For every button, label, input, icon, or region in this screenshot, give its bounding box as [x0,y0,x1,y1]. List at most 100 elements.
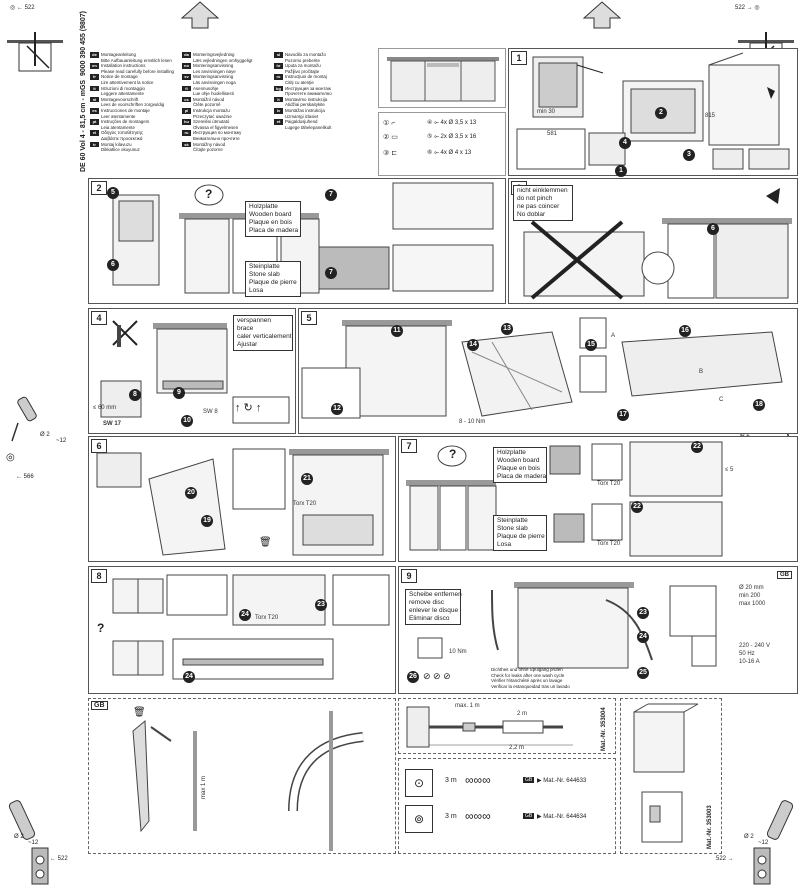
callout-10: 10 [181,415,193,427]
callout-7b: 7 [325,267,337,279]
callout-4: 4 [619,137,631,149]
step-2-panel: 2 ? 5 6 7 7 Holzplatte Wooden board Plaq… [88,178,506,304]
language-subtitle: Внимательно прочтите [193,135,240,141]
dim-label: 10-16 A [739,659,760,665]
callout-24: 24 [637,631,649,643]
part-item: ② ▭ [383,134,398,141]
language-title: Montagevoorschrift [101,96,139,102]
wooden-board-label: Holzplatte Wooden board Plaque en bois P… [493,447,547,483]
drill-spec-bottom-right: Ø 2 ~12 [744,834,769,846]
callout-13: 13 [501,323,513,335]
dim-label: 220 - 240 V [739,643,771,649]
language-title: Instrucciones de montaje [101,107,150,113]
label-b: B [699,369,704,375]
cable-coil-icon: ∞∞∞ [465,809,491,823]
drill-spec-bottom-left: Ø 2 ~12 [14,834,39,846]
language-code: hr [274,63,283,69]
language-title: Asennusohje [193,85,219,91]
top-arrow-right [582,1,622,29]
language-code: cs [182,96,191,103]
cable-panel: ⊙ 3 m ∞∞∞ GB ▶ Mat.-Nr. 644633 ⊚ 3 m ∞∞∞… [398,758,616,854]
callout-6: 6 [707,223,719,235]
language-code: sl [274,52,283,58]
language-code: es [90,107,99,114]
language-subtitle: Przeczytać uważnie [193,113,232,119]
part-item: ③ ⊏ [383,150,398,157]
drill-spec-left: Ø 2 ~12 [40,432,67,444]
arrows-icon: ↑ ↻ ↑ [235,402,262,414]
callout-17: 17 [617,409,629,421]
language-title: Navodilo za montažo [285,52,327,57]
dim-bottom-right: 522 → [716,856,734,862]
language-code: da [182,52,191,58]
step-8-panel: 8 ? 23 24 24 Torx T20 [88,566,396,694]
step-number: 9 [401,569,417,583]
callout-3: 3 [683,149,695,161]
language-title: Notice de montage [101,74,138,80]
language-title: Montageanleitung [101,52,136,57]
hose-panel: max. 1 m 2 m 2,2 m Mat.-Nr. 353004 [398,698,616,754]
language-subtitle: Pažljivo pročitajte [285,68,320,74]
language-code: pl [182,107,191,114]
leak-check-notes: Dichtheit und ohne Spülgang prüfen Check… [491,667,570,689]
language-title: Installation instructions [101,63,146,69]
language-title: Instrucţiuni de montaj [285,74,327,80]
step-6-panel: 6 19 20 21 Torx T20 🗑 [88,436,396,562]
torx-label: Torx T20 [293,501,317,507]
language-code: sk [182,141,191,148]
language-subtitle: Læs vejledningen omhyggeligt [193,57,253,63]
step-3-panel: 3 nicht einklemmen do not pinch ne pas c… [508,178,798,304]
language-title: Paigaldusjuhend [285,119,318,125]
target-icon: ◎ [6,452,15,463]
language-subtitle: Lue ohje huolellisesti [193,91,234,97]
torx-label: Torx T20 [597,541,621,547]
gb-badge: GB [91,701,108,710]
language-subtitle: Διαβάστε προσεκτικά [101,135,143,141]
dim-bottom-left: ← 522 [50,856,68,862]
step-5-panel: 5 11 12 13 14 15 16 17 18 8 - 10 Nm A B … [298,308,798,434]
language-title: Инструкция за монтаж [285,85,331,91]
material-number: ▶ Mat.-Nr. 644633 [537,778,587,784]
corner-cabinet-drill-icon-top-left [7,32,63,72]
drill-icon-bottom-left [8,800,49,885]
dim-label: ≤ 60 mm [93,405,117,411]
country-badge: GB [523,777,535,783]
callout-19: 19 [201,515,213,527]
dim-label: 581 [547,131,558,137]
screw-icon: ⟜ [434,150,439,156]
torque-label: 10 Nm [449,649,467,655]
drill-icon-left [11,396,37,442]
callout-2: 2 [655,107,667,119]
question-mark-icon: ? [97,621,105,635]
language-title: Montážní návod [193,96,225,102]
step-7-panel: 7 ? Holzplatte Wooden board Plaque en bo… [398,436,798,562]
dim-label: max 1000 [739,601,766,607]
screw-icon: ⟜ [434,120,439,126]
step-4-panel: 4 verspannen brace caler verticalement A… [88,308,296,434]
torx-label: Torx T20 [597,481,621,487]
language-title: Monteringsvejledning [193,52,235,57]
language-code: it [90,85,99,92]
language-subtitle: Čtěte pozorně [193,102,221,108]
callout-8: 8 [129,389,141,401]
step-number: 8 [91,569,107,583]
language-subtitle: Прочетете внимателно [285,91,332,97]
language-subtitle: Please read carefully before installing [101,68,174,74]
language-title: Monteringsanvisning [193,63,234,69]
language-subtitle: Atidžiai perskaitykite [285,102,325,108]
